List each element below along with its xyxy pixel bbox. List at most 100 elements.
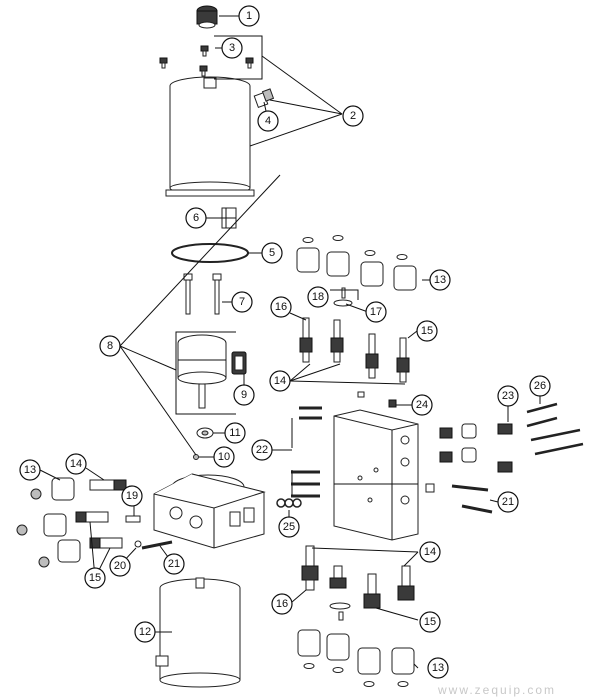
solenoid-coils-top <box>296 235 417 291</box>
manifold-bolts <box>291 406 322 498</box>
callout-15-left: 15 <box>84 567 106 589</box>
svg-text:4: 4 <box>265 115 271 127</box>
tank-o-ring <box>171 243 249 263</box>
svg-text:8: 8 <box>107 340 113 352</box>
callout-13-left: 13 <box>19 459 41 481</box>
svg-text:2: 2 <box>350 110 356 122</box>
small-ball <box>193 454 199 460</box>
callout-18: 18 <box>307 286 329 308</box>
callout-10: 10 <box>213 446 235 468</box>
plug <box>357 391 397 408</box>
svg-text:23: 23 <box>502 390 514 402</box>
svg-text:14: 14 <box>274 375 286 387</box>
callout-4: 4 <box>257 110 279 132</box>
svg-text:12: 12 <box>139 626 151 638</box>
solenoid-coils-left <box>16 477 81 568</box>
callout-14-left: 14 <box>65 453 87 475</box>
coupling-gear <box>231 351 247 375</box>
callout-2: 2 <box>342 105 364 127</box>
retaining-pin <box>333 287 353 307</box>
check-valve-parts <box>125 515 173 550</box>
callout-6: 6 <box>185 207 207 229</box>
solenoid-coils-bottom <box>297 629 415 687</box>
pump-group-box <box>175 331 236 415</box>
callout-15: 15 <box>416 320 438 342</box>
svg-text:24: 24 <box>416 399 428 411</box>
callout-16: 16 <box>270 296 292 318</box>
svg-text:16: 16 <box>275 301 287 313</box>
svg-text:21: 21 <box>502 496 514 508</box>
electric-motor <box>155 577 241 688</box>
callout-13-lower: 13 <box>427 657 449 679</box>
callout-15-lower: 15 <box>419 611 441 633</box>
svg-text:13: 13 <box>24 464 36 476</box>
leader-lines <box>39 15 541 669</box>
svg-text:16: 16 <box>276 598 288 610</box>
valve-cartridges-left <box>75 479 127 549</box>
suction-tubes <box>183 273 222 315</box>
callout-26: 26 <box>529 375 551 397</box>
callout-14: 14 <box>269 370 291 392</box>
svg-text:25: 25 <box>283 521 295 533</box>
callout-11: 11 <box>224 422 246 444</box>
svg-text:20: 20 <box>114 560 126 572</box>
svg-text:10: 10 <box>218 451 230 463</box>
gear-pump <box>177 334 227 409</box>
breather-fitting <box>253 88 275 108</box>
svg-text:13: 13 <box>434 274 446 286</box>
callout-20: 20 <box>109 555 131 577</box>
callout-9: 9 <box>233 384 255 406</box>
pump-base-block <box>153 473 266 549</box>
svg-text:18: 18 <box>312 291 324 303</box>
pump-seal <box>196 427 214 439</box>
callout-22: 22 <box>251 439 273 461</box>
svg-text:15: 15 <box>424 616 436 628</box>
svg-text:13: 13 <box>432 662 444 674</box>
long-bolts <box>526 402 584 456</box>
callout-3: 3 <box>221 37 243 59</box>
callout-24: 24 <box>411 394 433 416</box>
callout-23: 23 <box>497 385 519 407</box>
callout-21: 21 <box>163 553 185 575</box>
svg-text:15: 15 <box>421 325 433 337</box>
cartridge-plugs-right <box>425 483 493 514</box>
callout-25: 25 <box>278 516 300 538</box>
svg-text:6: 6 <box>193 212 199 224</box>
svg-text:7: 7 <box>239 296 245 308</box>
callout-5: 5 <box>261 242 283 264</box>
svg-text:9: 9 <box>241 389 247 401</box>
svg-text:19: 19 <box>126 490 138 502</box>
svg-text:14: 14 <box>70 458 82 470</box>
washers <box>276 498 302 508</box>
filler-cap <box>196 5 218 29</box>
svg-text:14: 14 <box>424 546 436 558</box>
svg-text:17: 17 <box>370 306 382 318</box>
callout-21-right: 21 <box>497 491 519 513</box>
valve-cartridges-lower <box>301 545 415 621</box>
svg-text:26: 26 <box>534 380 546 392</box>
callout-1: 1 <box>238 5 260 27</box>
reservoir-tank <box>165 76 255 197</box>
valve-manifold-body <box>333 409 419 541</box>
svg-text:21: 21 <box>168 558 180 570</box>
callout-8: 8 <box>99 335 121 357</box>
callout-7: 7 <box>231 291 253 313</box>
callout-16-lower: 16 <box>271 593 293 615</box>
callout-14-lower: 14 <box>419 541 441 563</box>
svg-text:11: 11 <box>229 427 240 439</box>
callout-12: 12 <box>134 621 156 643</box>
svg-text:3: 3 <box>229 42 235 54</box>
callout-17: 17 <box>365 301 387 323</box>
svg-text:22: 22 <box>256 444 268 456</box>
valve-cartridges-upper <box>299 317 410 383</box>
port-fittings <box>439 423 513 473</box>
svg-text:1: 1 <box>246 10 252 22</box>
svg-text:15: 15 <box>89 572 101 584</box>
watermark-text: www.zequip.com <box>437 683 556 697</box>
callout-19: 19 <box>121 485 143 507</box>
callout-13: 13 <box>429 269 451 291</box>
svg-text:5: 5 <box>269 247 275 259</box>
tank-screws <box>159 45 254 77</box>
